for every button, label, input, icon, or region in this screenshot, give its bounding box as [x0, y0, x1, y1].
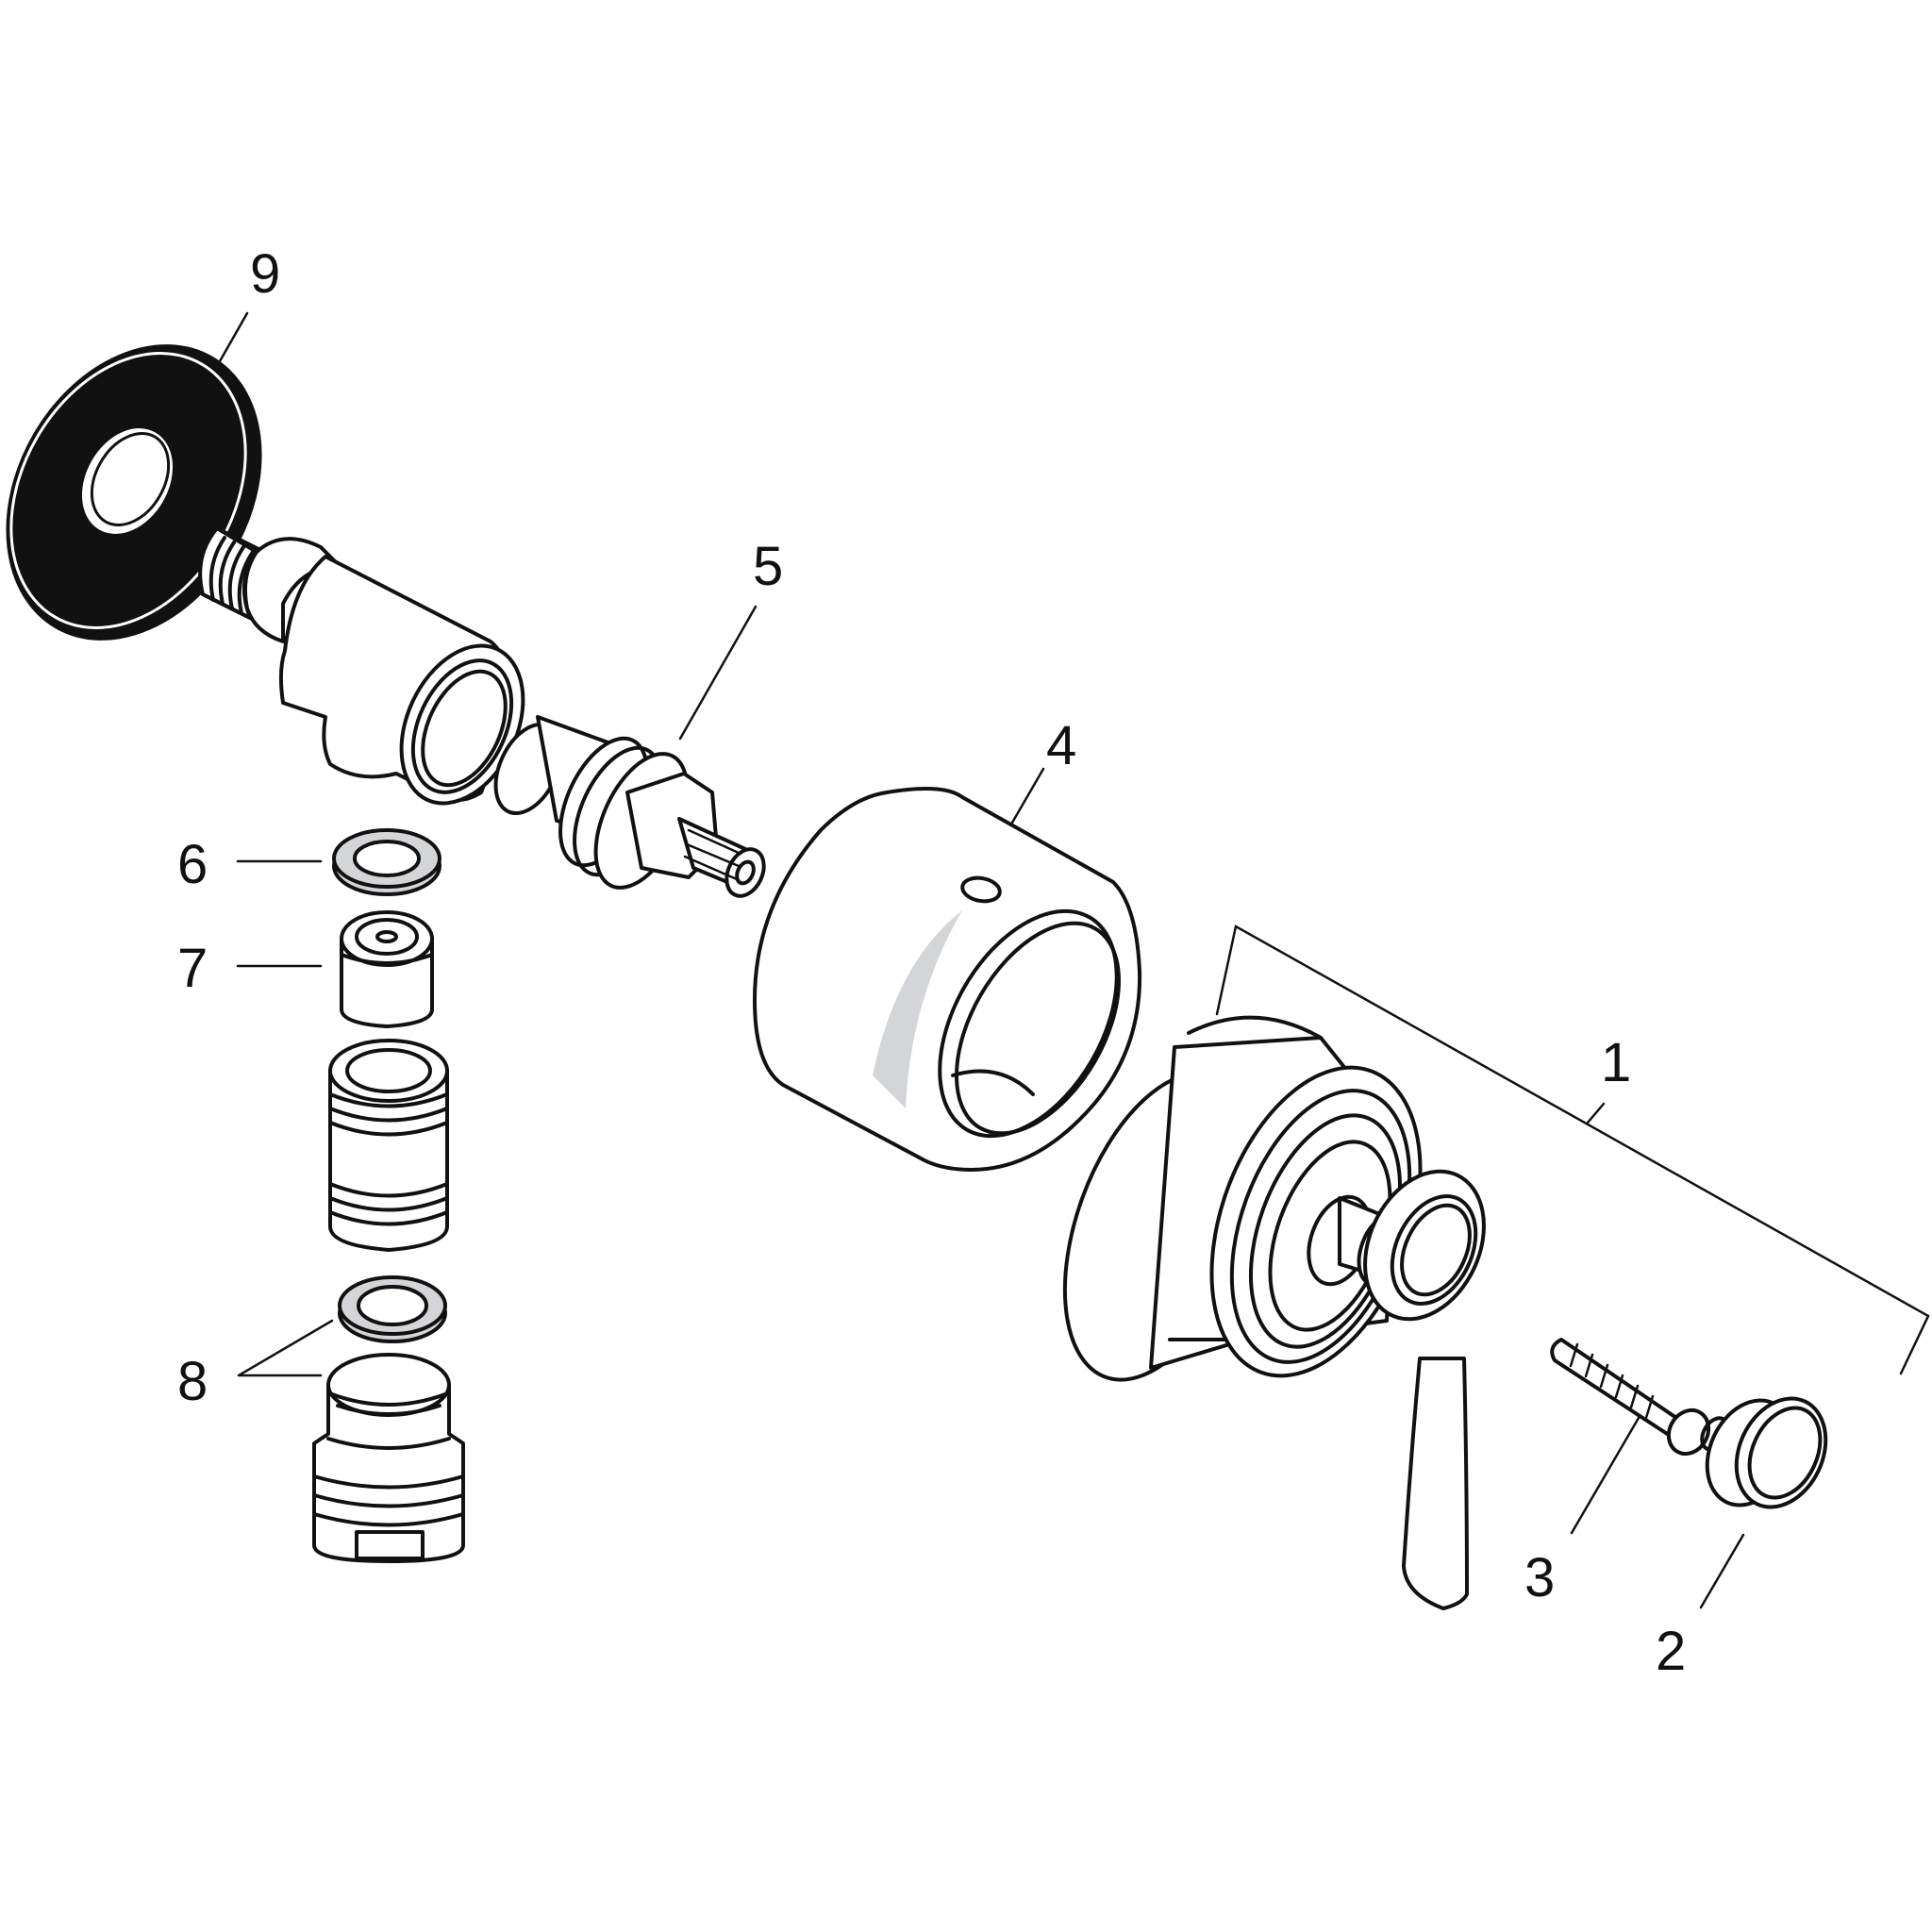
part-3-fixing-screw	[1550, 1338, 1730, 1535]
callout-4: 4	[1046, 715, 1077, 776]
callout-6: 6	[177, 834, 208, 895]
callout-2: 2	[1656, 1621, 1687, 1682]
callout-9: 9	[250, 243, 281, 305]
callout-5: 5	[753, 536, 784, 597]
part-5-valve-cartridge	[493, 605, 766, 898]
callout-8: 8	[177, 1351, 208, 1412]
part-4-escutcheon-sleeve	[753, 767, 1142, 1172]
threaded-nipple-extension	[328, 1039, 449, 1252]
callout-7: 7	[177, 938, 208, 999]
part-2-cap-cover	[1699, 1396, 1828, 1609]
part-7-check-valve-insert	[236, 910, 434, 1028]
callout-1: 1	[1601, 1032, 1632, 1093]
part-1-handle-trim-set	[1062, 924, 1930, 1610]
part-8-seal-and-connector	[237, 1275, 465, 1563]
part-9-wall-rosette	[6, 311, 262, 641]
callout-3: 3	[1524, 1547, 1556, 1608]
part-6-seal-washer	[236, 828, 441, 896]
elbow-valve-body	[198, 526, 525, 806]
